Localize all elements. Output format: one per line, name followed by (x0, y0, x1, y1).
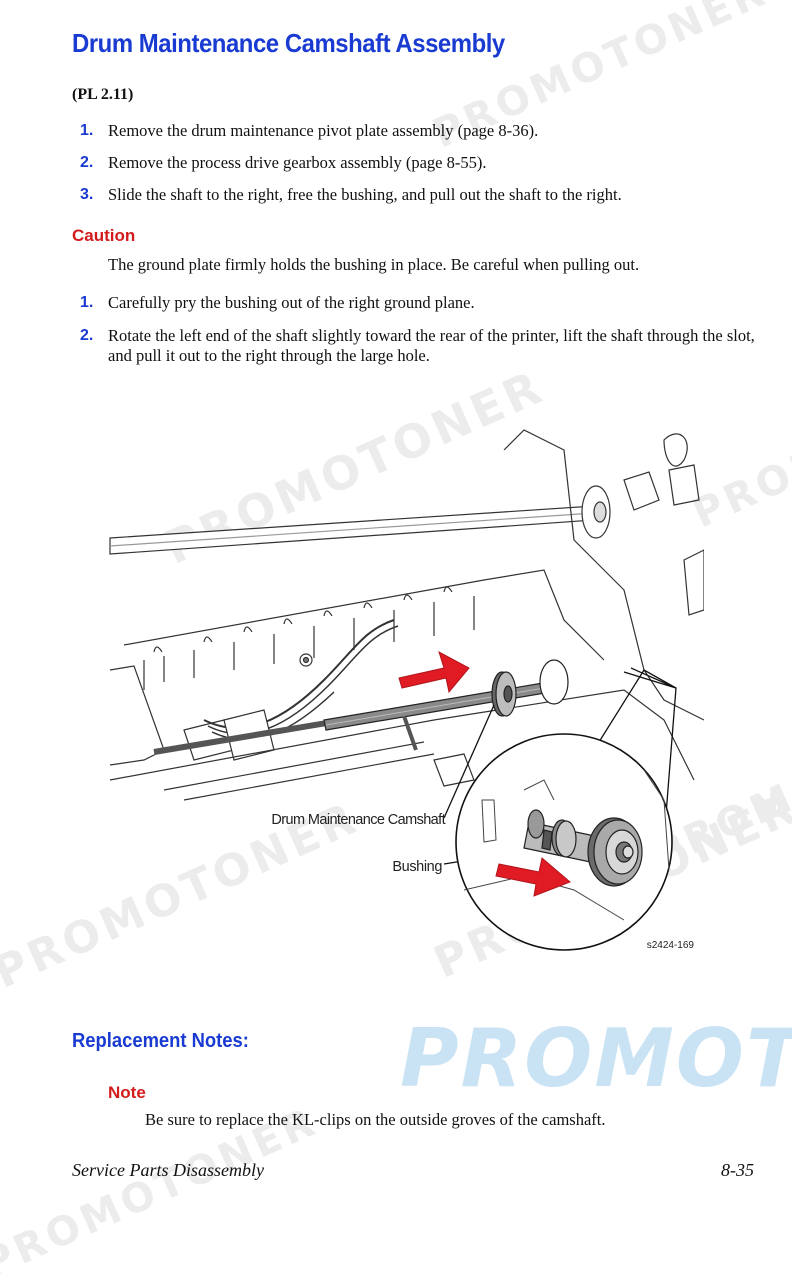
step-number: 1. (80, 122, 94, 139)
step-text: Rotate the left end of the shaft slightl… (108, 326, 755, 365)
step-number: 2. (80, 327, 94, 344)
footer-page-number: 8-35 (721, 1160, 754, 1180)
parts-list-ref: (PL 2.11) (72, 86, 134, 103)
figure-id: s2424-169 (647, 940, 695, 951)
step-number: 1. (80, 294, 94, 311)
step-text: Slide the shaft to the right, free the b… (108, 185, 622, 204)
step-number: 3. (80, 186, 94, 203)
note-label: Note (108, 1083, 146, 1102)
page-content: Drum Maintenance Camshaft Assembly (PL 2… (72, 28, 755, 1180)
step-text: Remove the process drive gearbox assembl… (108, 153, 487, 172)
caution-text: The ground plate firmly holds the bushin… (108, 255, 640, 274)
camshaft-illustration: Drum Maintenance Camshaft Bushing s2424-… (109, 429, 704, 951)
replacement-notes-heading: Replacement Notes: (72, 1030, 249, 1052)
step-number: 2. (80, 154, 94, 171)
bushing-label: Bushing (392, 859, 442, 875)
camshaft-label: Drum Maintenance Camshaft (271, 812, 445, 828)
page-title: Drum Maintenance Camshaft Assembly (72, 28, 505, 58)
caution-label: Caution (72, 226, 136, 245)
step-text: Remove the drum maintenance pivot plate … (108, 121, 539, 140)
note-text: Be sure to replace the KL-clips on the o… (145, 1110, 606, 1129)
watermark-large: PROMOT (400, 1012, 792, 1105)
footer-section: Service Parts Disassembly (72, 1160, 264, 1180)
step-text: Carefully pry the bushing out of the rig… (108, 293, 475, 312)
